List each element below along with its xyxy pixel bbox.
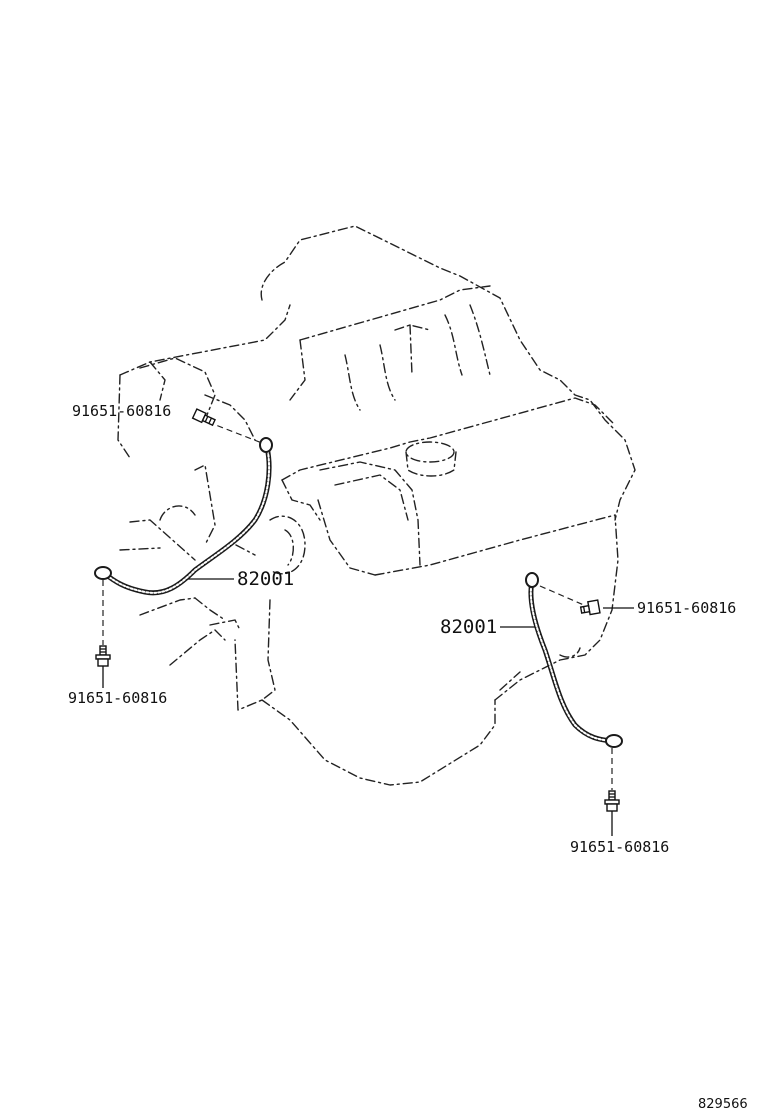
callout-bolt-lower-left: 91651-60816 [68, 689, 167, 707]
diagram-reference-number: 829566 [698, 1097, 748, 1112]
callout-bolt-right: 91651-60816 [637, 599, 736, 617]
callout-bolt-lower-right: 91651-60816 [570, 838, 669, 856]
ring-terminal-icon [94, 566, 112, 580]
callout-cable-right: 82001 [440, 616, 497, 638]
assembly-links [102, 421, 613, 790]
callout-bolt-upper-left: 91651-60816 [72, 402, 171, 420]
ring-terminal-icon [605, 734, 623, 748]
ring-terminal-icon [259, 437, 273, 453]
ground-cable-right [525, 572, 623, 748]
bolt-icon [191, 408, 216, 427]
bolt-icon [95, 645, 111, 667]
leader-lines [102, 578, 634, 836]
ring-terminal-icon [525, 572, 539, 588]
bolt-icon [604, 790, 620, 812]
engine-outline [117, 225, 636, 786]
bolt-icon [579, 599, 601, 616]
ground-cable-left [94, 437, 273, 596]
callout-cable-left: 82001 [237, 568, 294, 590]
